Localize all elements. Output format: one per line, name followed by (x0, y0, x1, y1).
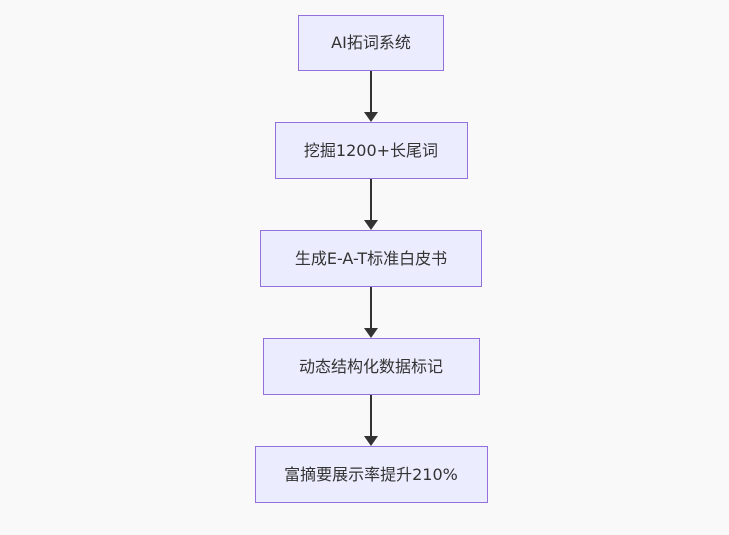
node-label: AI拓词系统 (331, 33, 411, 52)
arrowhead-icon (364, 220, 378, 230)
node-label: 挖掘1200+长尾词 (303, 140, 439, 160)
arrowhead-icon (364, 112, 378, 122)
node-label: 富摘要展示率提升210% (284, 464, 458, 484)
arrow-down-icon (364, 71, 378, 122)
node-label: 动态结构化数据标记 (298, 356, 443, 376)
flowchart-node-rich-snippet-rate: 富摘要展示率提升210% (254, 446, 488, 503)
flowchart-node-ai-word-expansion-system: AI拓词系统 (298, 15, 444, 71)
flowchart-node-structured-data-markup: 动态结构化数据标记 (262, 338, 480, 395)
flowchart-node-eat-whitepaper: 生成E-A-T标准白皮书 (260, 230, 482, 287)
arrow-down-icon (364, 395, 378, 446)
arrow-line (370, 179, 372, 220)
arrow-down-icon (364, 179, 378, 230)
flowchart-node-longtail-keywords: 挖掘1200+长尾词 (274, 122, 468, 179)
arrow-line (370, 71, 372, 112)
arrow-down-icon (364, 287, 378, 338)
node-label: 生成E-A-T标准白皮书 (294, 248, 448, 268)
arrow-line (370, 395, 372, 436)
arrow-line (370, 287, 372, 328)
arrowhead-icon (364, 436, 378, 446)
arrowhead-icon (364, 328, 378, 338)
